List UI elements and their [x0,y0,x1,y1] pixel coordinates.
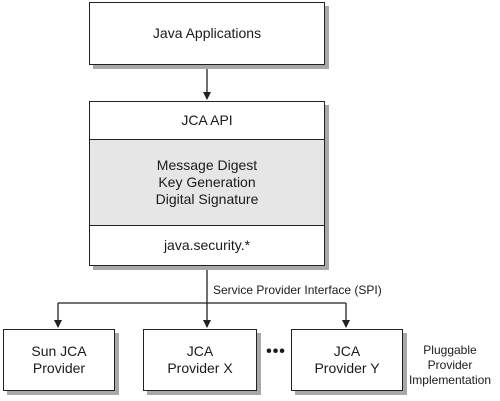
java-applications-box: Java Applications [89,2,325,65]
jca-services-section: Message Digest Key Generation Digital Si… [90,140,324,226]
java-applications-label: Java Applications [152,25,262,41]
provider-x-line2: Provider X [167,360,233,376]
service-digital-signature: Digital Signature [155,191,259,207]
jca-api-stack: JCA API Message Digest Key Generation Di… [89,101,325,266]
service-key-generation: Key Generation [158,174,256,190]
sun-provider-line2: Provider [32,360,86,376]
jca-provider-y-box: JCA Provider Y [291,329,403,391]
more-providers-ellipsis: ••• [266,343,286,360]
side-label-line2: Provider [427,358,473,372]
sun-provider-line1: Sun JCA [31,343,87,359]
sun-jca-provider-box: Sun JCA Provider [3,329,115,391]
jca-package-label: java.security.* [163,236,251,253]
service-message-digest: Message Digest [156,157,258,173]
side-label-line3: Implementation [408,373,492,387]
jca-api-header: JCA API [90,102,324,140]
provider-y-line2: Provider Y [314,360,380,376]
side-label-line1: Pluggable [423,343,477,357]
jca-api-title: JCA API [181,112,233,128]
spi-label: Service Provider Interface (SPI) [213,283,382,297]
jca-provider-x-box: JCA Provider X [143,329,257,391]
pluggable-provider-label: Pluggable Provider Implementation [402,343,498,388]
jca-package-row: java.security.* [90,226,324,264]
provider-x-line1: JCA [186,343,214,359]
provider-y-line1: JCA [333,343,361,359]
